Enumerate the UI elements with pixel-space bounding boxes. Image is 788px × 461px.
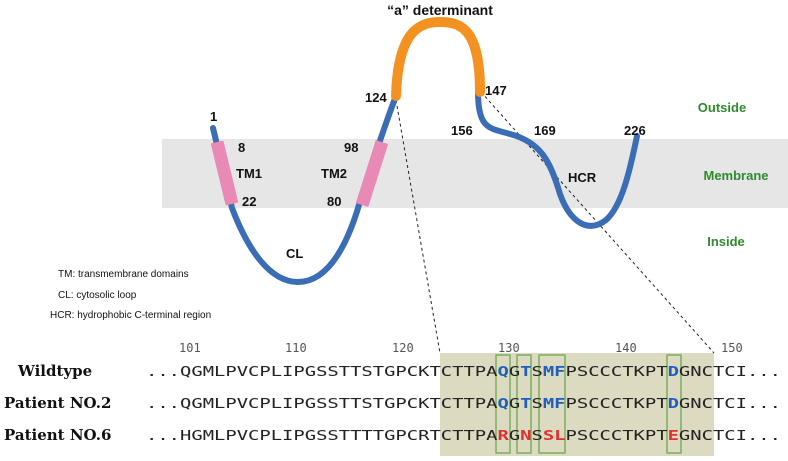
zone-inside: Inside: [707, 234, 745, 249]
ruler-tick: 130: [498, 341, 520, 355]
tm1-segment: [210, 140, 239, 206]
ruler-tick: 101: [179, 341, 201, 355]
ruler-tick: 150: [721, 341, 743, 355]
row-label: Patient NO.6: [4, 426, 111, 444]
position-8: 8: [238, 140, 245, 155]
ruler-tick: 120: [392, 341, 414, 355]
position-22: 22: [242, 194, 256, 209]
legend-cl: CL: cytosolic loop: [58, 290, 137, 301]
alignment-row: Patient NO.6 ...HGMLPVCPLIPGSSTTTTGPCRTC…: [4, 426, 781, 444]
zone-membrane: Membrane: [703, 168, 768, 183]
mutation-box-132: [516, 354, 532, 454]
a-determinant-loop: [391, 16, 485, 101]
mutation-box-134-135: [538, 354, 566, 454]
legend-tm: TM: transmembrane domains: [58, 269, 189, 280]
row-label: Patient NO.2: [4, 394, 111, 412]
protein-chain-c-terminal: [475, 89, 640, 229]
alignment-row: Patient NO.2 ...QGMLPVCPLIPGSSTTSTGPCKTC…: [4, 394, 781, 412]
position-226: 226: [624, 123, 646, 138]
region-cl: CL: [286, 246, 303, 261]
region-tm1: TM1: [236, 166, 262, 181]
ruler-tick: 140: [615, 341, 637, 355]
sequence-alignment: Wildtype ...QGMLPVCPLIPGSSTTSTGPCKTCTTPA…: [4, 362, 781, 444]
position-124: 124: [365, 90, 387, 105]
alignment-row: Wildtype ...QGMLPVCPLIPGSSTTSTGPCKTCTTPA…: [17, 362, 781, 380]
mutation-box-130: [495, 354, 511, 454]
zone-outside: Outside: [698, 100, 746, 115]
mutation-boxes: [495, 354, 682, 454]
ruler-tick: 110: [285, 341, 307, 355]
legend-hcr: HCR: hydrophobic C-terminal region: [50, 310, 211, 321]
tm2-segment: [355, 140, 389, 207]
position-147: 147: [485, 83, 507, 98]
position-156: 156: [451, 123, 473, 138]
a-determinant-title: “a” determinant: [387, 2, 493, 18]
region-hcr: HCR: [568, 170, 597, 185]
position-1: 1: [210, 109, 217, 124]
membrane-band: [162, 139, 788, 208]
region-tm2: TM2: [321, 166, 347, 181]
row-label: Wildtype: [17, 362, 92, 380]
position-169: 169: [534, 123, 556, 138]
position-98: 98: [344, 140, 358, 155]
position-80: 80: [327, 194, 341, 209]
alignment-highlight-region: [440, 353, 714, 456]
position-ruler: 101 110 120 130 140 150: [179, 341, 743, 355]
mutation-box-144: [666, 354, 682, 454]
projection-line-left: [395, 99, 441, 354]
